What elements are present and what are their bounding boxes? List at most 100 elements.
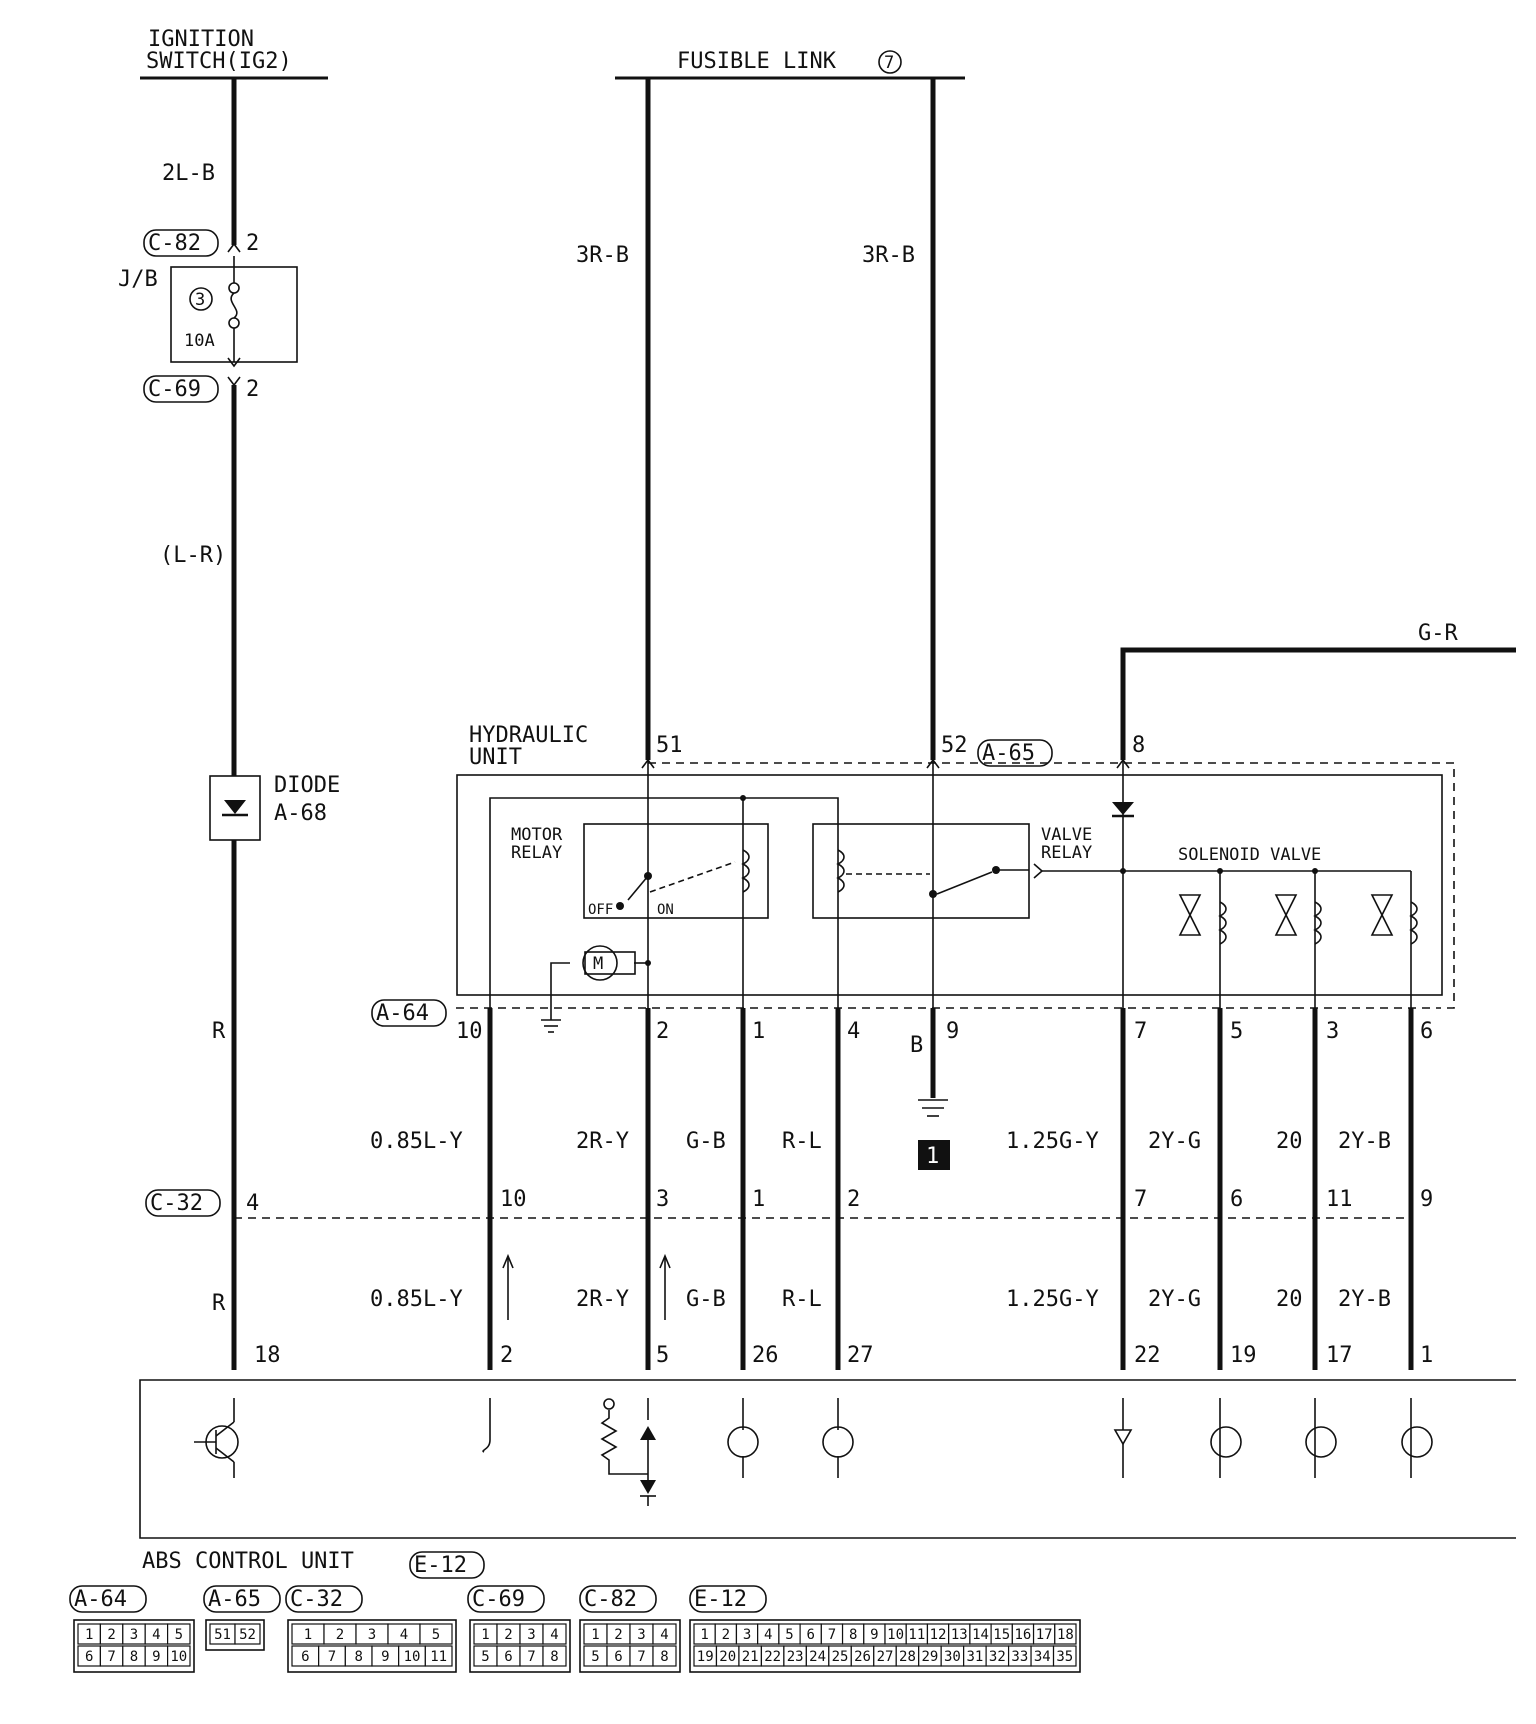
- legend-pin: 9: [870, 1627, 878, 1643]
- legend-pin: 5: [175, 1627, 183, 1643]
- wire-color-label: 2R-Y: [576, 1129, 629, 1154]
- legend-pin: 3: [368, 1627, 376, 1643]
- c32-pin: 6: [1230, 1187, 1243, 1212]
- abs-control-unit: 18 2 5 26 27 22 19 17 1: [139, 1343, 1516, 1579]
- e12-pin: 19: [1230, 1343, 1257, 1368]
- c32-pin: 2: [847, 1187, 860, 1212]
- legend-pin: 9: [152, 1649, 160, 1665]
- motor-relay-coil-icon: [741, 849, 750, 893]
- legend-pin: 7: [828, 1627, 836, 1643]
- legend-pin: 15: [993, 1627, 1010, 1643]
- legend-pin: 35: [1056, 1649, 1073, 1665]
- valve-relay-label-line1: VALVE: [1041, 825, 1092, 845]
- legend-pin: 6: [85, 1649, 93, 1665]
- c32-pin: 11: [1326, 1187, 1353, 1212]
- wire-r-lower-label: R: [212, 1291, 226, 1316]
- hydraulic-label-line1: HYDRAULIC: [469, 723, 588, 748]
- legend-pin: 3: [637, 1627, 645, 1643]
- solenoid-valve-2: [1274, 868, 1322, 1008]
- e12-pin: 17: [1326, 1343, 1353, 1368]
- motor-monitor-icon: [600, 1398, 656, 1506]
- legend-title: C-82: [584, 1587, 637, 1612]
- transistor-icon: [194, 1398, 239, 1478]
- wire-color-label: 2Y-B: [1338, 1287, 1391, 1312]
- solenoid-coil-icon: [1313, 901, 1322, 945]
- connector-a65-label: A-65: [982, 741, 1035, 766]
- legend-pin: 24: [809, 1649, 826, 1665]
- e12-pin: 26: [752, 1343, 779, 1368]
- fuse-rating: 10A: [184, 331, 215, 351]
- legend-pin: 2: [336, 1627, 344, 1643]
- valve-diode-icon: [1112, 802, 1134, 815]
- legend-title: A-64: [74, 1587, 127, 1612]
- legend-pin: 4: [764, 1627, 772, 1643]
- valve-relay-box: [812, 823, 1030, 919]
- c32-pin: 4: [246, 1191, 259, 1216]
- solenoid-coil-icon: [1218, 901, 1227, 945]
- battery-wires: 3R-B 3R-B: [576, 78, 936, 760]
- a64-pin: 7: [1134, 1019, 1147, 1044]
- wire-color-label: 20: [1276, 1287, 1303, 1312]
- hydraulic-label-line2: UNIT: [469, 745, 522, 770]
- fusible-link-number: 7: [884, 53, 894, 73]
- legend-pin: 19: [697, 1649, 714, 1665]
- legend-pin: 8: [550, 1649, 558, 1665]
- wire-2lb-label: 2L-B: [162, 161, 215, 186]
- c82-pin: 2: [246, 231, 259, 256]
- pin-8: 8: [1132, 733, 1145, 758]
- a64-pin: 6: [1420, 1019, 1433, 1044]
- legend-pin: 21: [742, 1649, 759, 1665]
- e12-pin: 1: [1420, 1343, 1433, 1368]
- c69-pin: 2: [246, 377, 259, 402]
- legend-pin: 10: [170, 1649, 187, 1665]
- ground-1: 1: [918, 1008, 950, 1170]
- legend-pin: 3: [743, 1627, 751, 1643]
- fuse-terminal-top: [228, 282, 240, 294]
- c32-pin: 3: [656, 1187, 669, 1212]
- legend-pin: 33: [1011, 1649, 1028, 1665]
- driver-transistor-icon-4: [1305, 1398, 1337, 1478]
- motor-relay-label-line2: RELAY: [511, 843, 562, 863]
- legend-pin: 4: [400, 1627, 408, 1643]
- c32-pin: 1: [752, 1187, 765, 1212]
- fusible-link-source: FUSIBLE LINK 7: [615, 49, 965, 80]
- legend-pin: 11: [430, 1649, 447, 1665]
- ignition-wire: 2L-B C-82 2 J/B 3 10A C-69 2 (L-R) DIODE…: [118, 78, 340, 1370]
- valve-relay-label-line2: RELAY: [1041, 843, 1092, 863]
- c32-pin: 7: [1134, 1187, 1147, 1212]
- a64-pin: 1: [752, 1019, 765, 1044]
- motor-relay-on: ON: [657, 902, 674, 918]
- solenoid-valve-label: SOLENOID VALVE: [1178, 845, 1321, 865]
- legend-pin: 5: [785, 1627, 793, 1643]
- a64-pin: 10: [456, 1019, 483, 1044]
- a64-pin: 2: [656, 1019, 669, 1044]
- jb-label: J/B: [118, 267, 158, 292]
- motor-label: M: [593, 954, 603, 974]
- wire-color-label: 2Y-B: [1338, 1129, 1391, 1154]
- legend-pin: 13: [951, 1627, 968, 1643]
- abs-unit-label: ABS CONTROL UNIT: [142, 1549, 354, 1574]
- c32-pin: 10: [500, 1187, 527, 1212]
- legend-pin: 2: [107, 1627, 115, 1643]
- c32-connector: C-32 4 10 3 1 2 7 6 11 9: [145, 1187, 1433, 1219]
- wire-color-label: G-B: [686, 1287, 726, 1312]
- wire-lr-label: (L-R): [160, 543, 226, 568]
- legend-pin: 11: [908, 1627, 925, 1643]
- pin-52: 52: [941, 733, 968, 758]
- legend-title: C-32: [290, 1587, 343, 1612]
- solenoid-valve-icon: [1370, 894, 1394, 936]
- legend-pin: 12: [930, 1627, 947, 1643]
- motor-relay-box: [583, 823, 769, 919]
- solenoid-valve-3: [1306, 870, 1418, 1008]
- connector-c69-label: C-69: [148, 377, 201, 402]
- fuse-icon: [230, 292, 238, 319]
- legend-pin: 10: [887, 1627, 904, 1643]
- a64-pin: 4: [847, 1019, 860, 1044]
- driver-transistor-icon-5: [1401, 1398, 1433, 1478]
- fuse-number: 3: [195, 290, 205, 310]
